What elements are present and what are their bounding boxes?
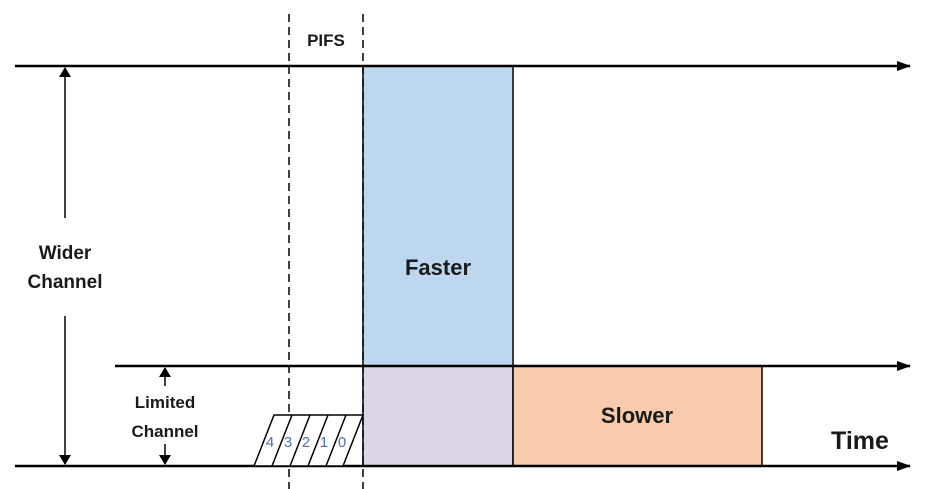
backoff-slot-4: 4 <box>266 434 274 451</box>
backoff-slot-2: 2 <box>302 434 310 451</box>
wider-channel-label-line1: Wider <box>39 243 92 264</box>
pifs-label: PIFS <box>307 31 345 50</box>
backoff-slot-1: 1 <box>320 434 328 451</box>
wider-channel-label-line2: Channel <box>28 272 103 293</box>
faster-label: Faster <box>405 255 471 280</box>
slower-label: Slower <box>601 403 674 428</box>
backoff-slots: 4 3 2 1 0 <box>252 414 365 467</box>
slower-block <box>512 365 763 467</box>
backoff-slot-3: 3 <box>284 434 292 451</box>
overlap-block <box>362 365 514 467</box>
time-axis-label: Time <box>831 427 889 455</box>
limited-channel-label-line2: Channel <box>131 422 198 441</box>
backoff-slot-0: 0 <box>338 434 346 451</box>
faster-block <box>362 65 514 367</box>
limited-channel-label-line1: Limited <box>135 393 195 412</box>
